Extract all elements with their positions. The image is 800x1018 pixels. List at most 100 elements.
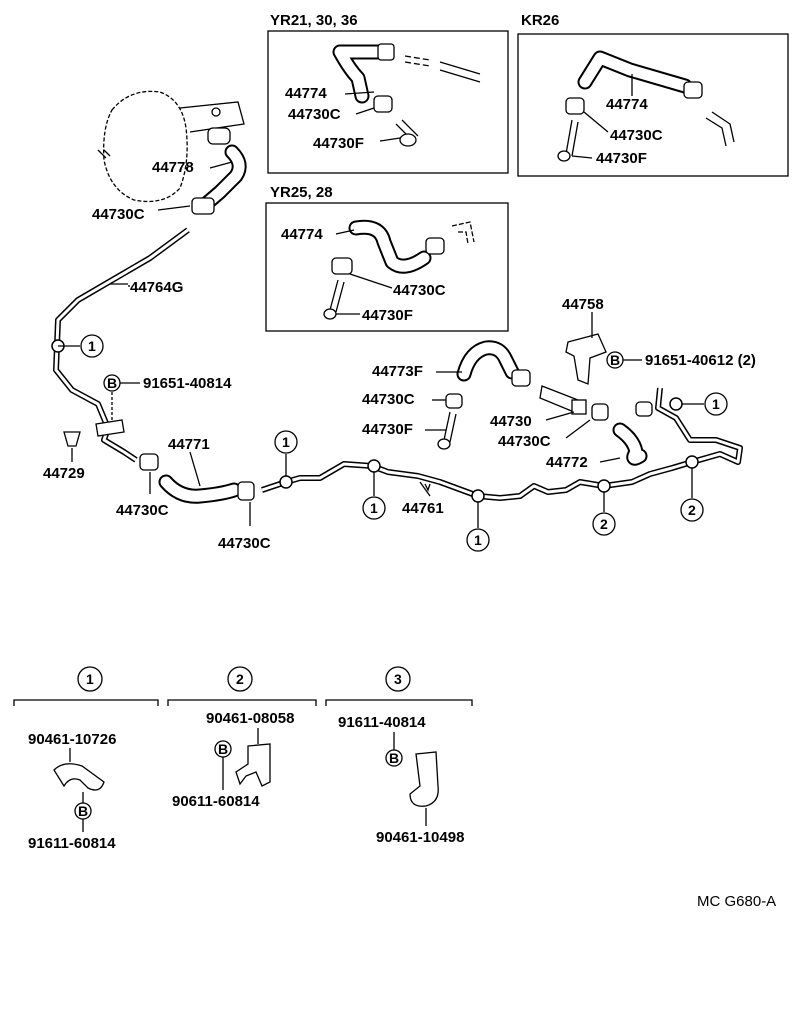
marker-2 bbox=[592, 512, 616, 536]
detail-2: 2 90461-08058 B 90611-60814 bbox=[167, 666, 317, 810]
clamp-bracket-icon bbox=[53, 763, 105, 791]
clamp-icon bbox=[373, 95, 393, 113]
clamp-icon bbox=[207, 127, 231, 145]
inset-yr25-frame bbox=[265, 202, 509, 332]
marker-1-label: 1 bbox=[370, 500, 378, 516]
marker-1-label: 1 bbox=[712, 396, 720, 412]
inset-yr25: YR25, 28 44774 44730C 44730F bbox=[265, 184, 509, 332]
inset-yr25-part-44730c: 44730C bbox=[393, 282, 446, 299]
marker-2-label: 2 bbox=[688, 502, 696, 518]
vacuum-pipe-44764g: 44764G B 91651-40814 44729 bbox=[43, 227, 232, 482]
marker-2-label: 2 bbox=[600, 516, 608, 532]
vacuum-pipe-44761: 44761 bbox=[51, 339, 743, 517]
clamp-point-icon bbox=[279, 475, 293, 489]
clamp-icon bbox=[331, 257, 353, 275]
callout-markers: 1 1 1 1 2 2 1 bbox=[58, 334, 728, 552]
bolt-91651-40814: 91651-40814 bbox=[143, 375, 232, 392]
inset-kr26-title: KR26 bbox=[521, 12, 559, 29]
part-44772: 44772 bbox=[546, 454, 588, 471]
bolt-marker-label: B bbox=[107, 375, 117, 391]
part-44761: 44761 bbox=[402, 500, 444, 517]
inset-yr21-part-44730f: 44730F bbox=[313, 135, 364, 152]
clamp-icon bbox=[683, 81, 703, 99]
part-44758: 44758 bbox=[562, 296, 604, 313]
clamp-icon bbox=[591, 403, 609, 421]
clamp-point-icon bbox=[669, 397, 683, 411]
clamp-icon bbox=[191, 197, 215, 215]
inset-yr25-title: YR25, 28 bbox=[270, 184, 333, 201]
marker-1-label: 1 bbox=[88, 338, 96, 354]
part-44730c-b: 44730C bbox=[218, 535, 271, 552]
check-valve-body-icon bbox=[571, 399, 587, 415]
detail-1-part-top: 90461-10726 bbox=[28, 731, 116, 748]
figure-code: MC G680-A bbox=[697, 893, 776, 910]
inset-yr21-part-44730c: 44730C bbox=[288, 106, 341, 123]
inset-yr21-title: YR21, 30, 36 bbox=[270, 12, 358, 29]
detail-2-number: 2 bbox=[236, 671, 244, 687]
inset-yr21-frame bbox=[267, 30, 509, 174]
marker-1 bbox=[274, 430, 298, 454]
detail-2-part-bottom: 90611-60814 bbox=[172, 793, 260, 810]
marker-1 bbox=[80, 334, 104, 358]
bracket-44758-icon bbox=[565, 333, 607, 385]
part-44773f: 44773F bbox=[372, 363, 423, 380]
bolt-fitting-icon bbox=[437, 438, 451, 450]
inset-yr21: YR21, 30, 36 44774 44730C 44730F bbox=[267, 12, 509, 174]
bolt-fitting-icon bbox=[399, 133, 417, 147]
clamp-icon bbox=[511, 369, 531, 387]
clamp-point-icon bbox=[685, 455, 699, 469]
clamp-bracket-icon bbox=[409, 751, 439, 807]
clamp-bracket-icon bbox=[235, 743, 271, 787]
clamp-icon bbox=[565, 97, 585, 115]
inset-yr25-part-44774: 44774 bbox=[281, 226, 323, 243]
inset-kr26-part-44730c: 44730C bbox=[610, 127, 663, 144]
marker-1 bbox=[466, 528, 490, 552]
clamp-point-icon bbox=[597, 479, 611, 493]
inset-kr26-part-44774: 44774 bbox=[606, 96, 648, 113]
clamp-icon bbox=[237, 481, 255, 501]
part-44730c-d: 44730C bbox=[498, 433, 551, 450]
clamp-icon bbox=[425, 237, 445, 255]
clamp-icon bbox=[635, 401, 653, 417]
detail-3-part-bottom: 90461-10498 bbox=[376, 829, 464, 846]
inset-kr26-part-44730f: 44730F bbox=[596, 150, 647, 167]
marker-1-label: 1 bbox=[282, 434, 290, 450]
hose-44771: 44771 44730C 44730C bbox=[116, 436, 271, 552]
detail-2-marker bbox=[227, 666, 253, 692]
detail-3-number: 3 bbox=[394, 671, 402, 687]
brake-booster: 44778 44730C bbox=[92, 90, 247, 223]
part-44730f: 44730F bbox=[362, 421, 413, 438]
clamp-point-icon bbox=[471, 489, 485, 503]
detail-1: 1 90461-10726 B 91611-60814 bbox=[13, 666, 159, 852]
bolt-marker-label: B bbox=[218, 741, 228, 757]
clamp-point-icon bbox=[367, 459, 381, 473]
clamp-icon bbox=[377, 43, 395, 61]
inset-yr25-part-44730f: 44730F bbox=[362, 307, 413, 324]
bolt-marker-icon bbox=[385, 749, 403, 767]
bolt-fitting-icon bbox=[557, 150, 571, 162]
bolt-fitting-icon bbox=[323, 308, 337, 320]
part-44730c-c: 44730C bbox=[362, 391, 415, 408]
part-44730c-a: 44730C bbox=[116, 502, 169, 519]
inset-kr26-frame bbox=[517, 33, 789, 177]
inset-yr21-part-44774: 44774 bbox=[285, 85, 327, 102]
grommet-icon bbox=[63, 431, 81, 447]
detail-1-marker bbox=[77, 666, 103, 692]
pipe-clamp-icon bbox=[95, 419, 125, 437]
detail-3-marker bbox=[385, 666, 411, 692]
check-valve-assembly: 44758 B 91651-40612 (2) 44773F 44730C 44… bbox=[362, 296, 756, 471]
part-44729: 44729 bbox=[43, 465, 85, 482]
inset-kr26: KR26 44774 44730C 44730F bbox=[517, 12, 789, 177]
bolt-marker-label: B bbox=[389, 750, 399, 766]
part-44730: 44730 bbox=[490, 413, 532, 430]
marker-1 bbox=[704, 392, 728, 416]
part-44730c-top: 44730C bbox=[92, 206, 145, 223]
marker-1-label: 1 bbox=[474, 532, 482, 548]
detail-3: 3 91611-40814 B 90461-10498 bbox=[325, 666, 473, 846]
part-44778: 44778 bbox=[152, 159, 194, 176]
detail-3-part-top: 91611-40814 bbox=[338, 714, 426, 731]
clamp-icon bbox=[445, 393, 463, 409]
marker-2 bbox=[680, 498, 704, 522]
part-44771: 44771 bbox=[168, 436, 210, 453]
